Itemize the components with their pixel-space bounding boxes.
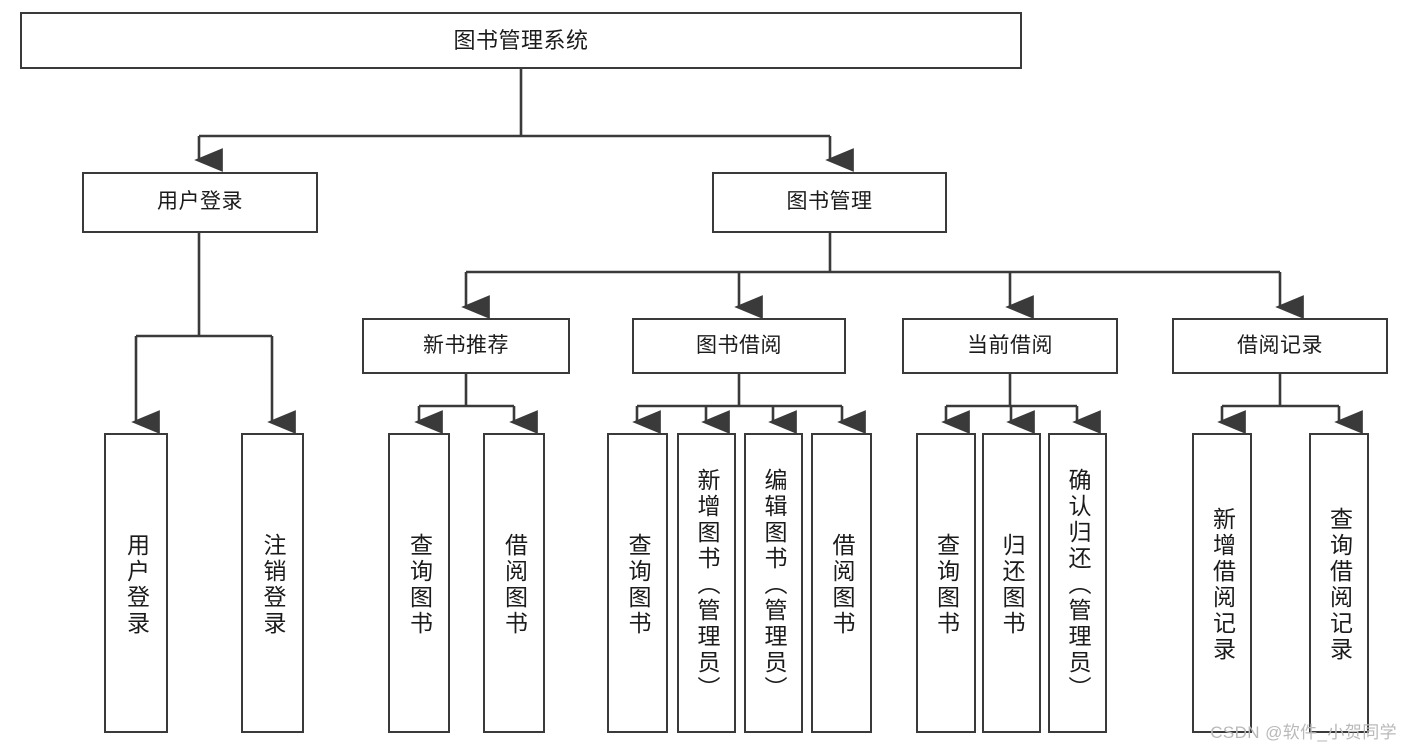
node-label: 确认归还（管理员）	[1065, 468, 1091, 702]
leaf-current-return-book[interactable]: 归还图书	[982, 433, 1041, 733]
node-label: 新书推荐	[423, 333, 509, 357]
watermark-text: CSDN @软件_小贺同学	[1210, 723, 1397, 742]
node-label: 编辑图书（管理员）	[761, 468, 787, 702]
node-label: 查询借阅记录	[1326, 507, 1353, 663]
leaf-record-query-record[interactable]: 查询借阅记录	[1309, 433, 1369, 733]
leaf-borrow-borrow-book[interactable]: 借阅图书	[811, 433, 872, 733]
leaf-current-query-book[interactable]: 查询图书	[916, 433, 976, 733]
node-current-borrow[interactable]: 当前借阅	[902, 318, 1118, 374]
node-user-login[interactable]: 用户登录	[82, 172, 318, 233]
node-label: 当前借阅	[967, 333, 1053, 357]
node-new-book-recommend[interactable]: 新书推荐	[362, 318, 570, 374]
leaf-record-add-record[interactable]: 新增借阅记录	[1192, 433, 1252, 733]
node-label: 查询图书	[933, 533, 960, 637]
leaf-recommend-query-book[interactable]: 查询图书	[388, 433, 450, 733]
leaf-borrow-edit-book-admin[interactable]: 编辑图书（管理员）	[744, 433, 803, 733]
node-label: 注销登录	[260, 533, 286, 637]
node-label: 图书管理	[786, 190, 873, 214]
leaf-recommend-borrow-book[interactable]: 借阅图书	[483, 433, 545, 733]
leaf-user-login-signout[interactable]: 注销登录	[241, 433, 304, 733]
node-label: 新增图书（管理员）	[694, 468, 720, 702]
node-label: 借阅图书	[829, 533, 855, 637]
node-book-borrow[interactable]: 图书借阅	[632, 318, 846, 374]
node-root-system[interactable]: 图书管理系统	[20, 12, 1022, 69]
node-label: 图书借阅	[696, 333, 782, 357]
node-label: 图书管理系统	[453, 27, 589, 53]
node-label: 借阅记录	[1237, 333, 1323, 357]
node-borrow-record[interactable]: 借阅记录	[1172, 318, 1388, 374]
leaf-current-confirm-return-admin[interactable]: 确认归还（管理员）	[1048, 433, 1107, 733]
node-label: 新增借阅记录	[1209, 507, 1236, 663]
node-book-management[interactable]: 图书管理	[712, 172, 947, 233]
leaf-borrow-add-book-admin[interactable]: 新增图书（管理员）	[677, 433, 736, 733]
node-label: 用户登录	[123, 533, 150, 637]
node-label: 查询图书	[625, 533, 651, 637]
node-label: 查询图书	[406, 533, 433, 637]
leaf-borrow-query-book[interactable]: 查询图书	[607, 433, 668, 733]
node-label: 用户登录	[157, 190, 243, 214]
node-label: 归还图书	[999, 533, 1025, 637]
node-label: 借阅图书	[501, 533, 528, 637]
leaf-user-login-signin[interactable]: 用户登录	[104, 433, 168, 733]
